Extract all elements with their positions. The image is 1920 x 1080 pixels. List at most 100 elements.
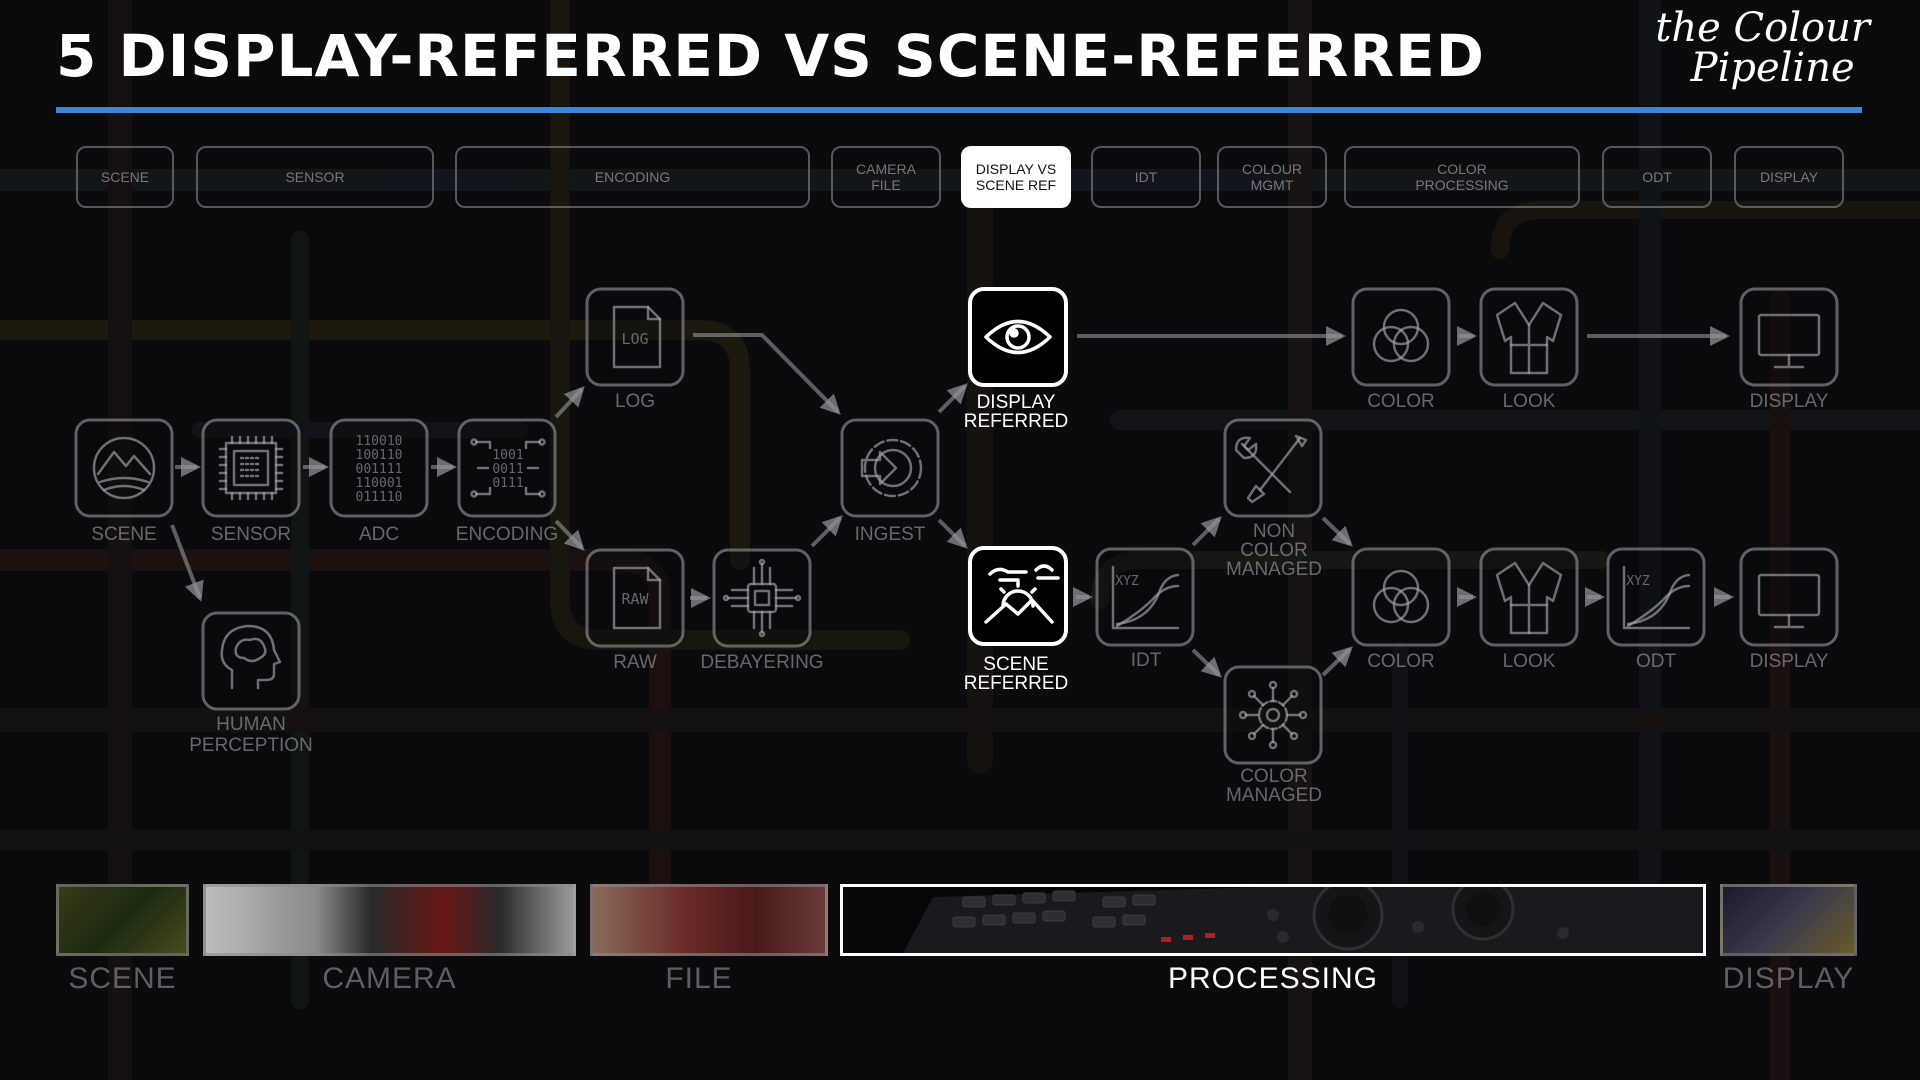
xyz-curve-icon	[1111, 565, 1180, 630]
nav-step-display[interactable]: DISPLAY	[1734, 146, 1844, 208]
arrow-idt-noncm	[1191, 516, 1222, 547]
stage-thumb-processing[interactable]	[840, 884, 1706, 956]
node-box-display-referred	[968, 287, 1068, 387]
node-box-color-top	[1351, 287, 1451, 387]
stage-label-display: DISPLAY	[1722, 962, 1855, 995]
grading-panel-image	[843, 887, 1703, 953]
logo-line-1: the Colour	[1655, 5, 1870, 51]
xyz-curve-icon	[1622, 565, 1691, 630]
rgb-circles-icon	[1372, 308, 1430, 363]
arrow-ingest-scene-ref	[937, 518, 968, 549]
eye-icon	[984, 319, 1052, 355]
network-gear-icon	[1238, 680, 1308, 750]
nav-step-color-processing[interactable]: COLOR PROCESSING	[1344, 146, 1580, 208]
node-label-encoding: ENCODING	[456, 524, 558, 545]
stage-label-scene: SCENE	[68, 962, 177, 995]
node-label-idt: IDT	[1131, 650, 1162, 671]
node-label-noncm-2: COLOR	[1240, 540, 1308, 561]
enc-bits-3: 0111	[492, 476, 523, 491]
adc-binary-text: 110010 100110 001111 110001 011110	[356, 434, 403, 505]
sun-landscape-icon	[984, 564, 1060, 624]
node-box-odt	[1606, 547, 1706, 647]
node-label-look-top: LOOK	[1503, 391, 1556, 412]
raw-file-icon	[612, 566, 662, 630]
idt-xyz-text: XYZ	[1115, 574, 1139, 589]
node-label-adc: ADC	[359, 524, 399, 545]
monitor-icon	[1757, 573, 1821, 629]
logo-line-2: Pipeline	[1690, 45, 1855, 91]
arrow-scene-human	[170, 524, 204, 602]
nav-step-camera-file[interactable]: CAMERA FILE	[831, 146, 941, 208]
encoding-binary-text: 1001 0011 0111	[492, 448, 523, 491]
stage-label-file: FILE	[665, 962, 733, 995]
nav-step-colour-mgmt[interactable]: COLOUR MGMT	[1217, 146, 1327, 208]
arrow-debayer-ingest	[810, 515, 843, 548]
adc-bits-4: 110001	[356, 476, 403, 491]
node-label-cm-1: COLOR	[1240, 766, 1308, 787]
node-box-idt	[1095, 547, 1195, 647]
node-box-color-bottom	[1351, 547, 1451, 647]
nav-step-odt[interactable]: ODT	[1602, 146, 1712, 208]
node-label-noncm-3: MANAGED	[1226, 559, 1322, 580]
node-box-display-top	[1739, 287, 1839, 387]
nav-step-scene[interactable]: SCENE	[76, 146, 174, 208]
node-label-noncm-1: NON	[1253, 521, 1295, 542]
nav-step-idt[interactable]: IDT	[1091, 146, 1201, 208]
arrow-idt-cm	[1191, 648, 1222, 678]
ingest-gear-icon	[860, 438, 923, 498]
stage-thumb-display[interactable]	[1720, 884, 1857, 956]
node-label-cm-2: MANAGED	[1226, 785, 1322, 806]
enc-bits-2: 0011	[492, 462, 523, 477]
processor-chip-icon	[722, 558, 802, 638]
log-file-icon	[612, 305, 662, 369]
rgb-circles-icon	[1372, 569, 1430, 624]
stage-thumb-file[interactable]	[590, 884, 828, 956]
node-box-scene	[74, 418, 174, 518]
nav-step-display-vs-scene-ref[interactable]: DISPLAY VS SCENE REF	[961, 146, 1071, 208]
node-box-debayering	[712, 548, 812, 648]
adc-bits-3: 001111	[356, 462, 403, 477]
node-label-display-bottom: DISPLAY	[1750, 651, 1829, 672]
node-label-debayering: DEBAYERING	[700, 652, 823, 673]
enc-bits-1: 1001	[492, 448, 523, 463]
stage-thumb-camera[interactable]	[203, 884, 576, 956]
node-label-display-referred-2: REFERRED	[964, 411, 1069, 432]
node-box-non-cm	[1223, 418, 1323, 518]
page-title: 5 DISPLAY-REFERRED VS SCENE-REFERRED	[56, 22, 1485, 90]
arrow-ingest-display-ref	[937, 383, 968, 414]
node-label-raw: RAW	[613, 652, 657, 673]
log-file-text: LOG	[621, 330, 648, 348]
node-label-display-top: DISPLAY	[1750, 391, 1829, 412]
robe-icon	[1495, 561, 1563, 635]
node-box-scene-referred	[968, 546, 1068, 646]
arrow-noncm-color	[1321, 516, 1353, 547]
brain-head-icon	[220, 624, 282, 690]
node-box-sensor	[201, 418, 301, 518]
nav-step-encoding[interactable]: ENCODING	[455, 146, 810, 208]
node-label-ingest: INGEST	[855, 524, 926, 545]
node-label-color-bottom: COLOR	[1367, 651, 1435, 672]
arrow-encoding-raw	[554, 519, 585, 551]
diagram-arrows	[170, 326, 1734, 678]
node-label-log: LOG	[615, 391, 655, 412]
monitor-icon	[1757, 313, 1821, 369]
node-label-sensor: SENSOR	[211, 524, 291, 545]
title-underline	[56, 107, 1862, 113]
odt-xyz-text: XYZ	[1626, 574, 1650, 589]
node-label-color-top: COLOR	[1367, 391, 1435, 412]
adc-bits-1: 110010	[356, 434, 403, 449]
nav-step-sensor[interactable]: SENSOR	[196, 146, 434, 208]
node-label-human-1: HUMAN	[216, 714, 286, 735]
arrow-log-ingest	[693, 333, 841, 415]
node-box-display-bottom	[1739, 547, 1839, 647]
tools-icon	[1234, 434, 1308, 504]
node-box-ingest	[840, 418, 940, 518]
node-label-human-2: PERCEPTION	[189, 735, 313, 756]
stage-thumb-scene[interactable]	[56, 884, 189, 956]
node-box-encoding	[457, 418, 557, 518]
brand-logo: the Colour Pipeline	[1655, 8, 1870, 88]
robe-icon	[1495, 301, 1563, 375]
arrow-cm-color	[1321, 646, 1353, 677]
node-label-scene-referred-2: REFERRED	[964, 673, 1069, 694]
